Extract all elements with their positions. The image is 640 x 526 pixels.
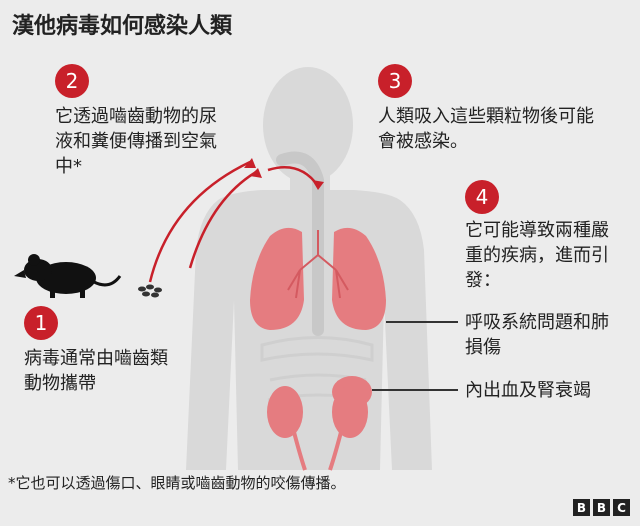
effect-kidney: 內出血及腎衰竭 — [465, 378, 591, 403]
step-4-line-2: 重的疾病，進而引 — [465, 245, 609, 266]
kidneys-icon — [267, 376, 372, 438]
lungs-icon — [250, 227, 386, 330]
logo-letter-1: B — [573, 499, 590, 516]
ureters-icon — [292, 431, 343, 471]
step-2-line-1: 它透過嚙齒動物的尿 — [55, 106, 217, 127]
step-1-line-2: 動物攜帶 — [24, 373, 96, 394]
step-2-badge: 2 — [55, 64, 89, 98]
bronchi-icon — [287, 230, 349, 299]
step-4-text: 它可能導致兩種嚴 重的疾病，進而引 發： — [465, 218, 609, 293]
step-1-text: 病毒通常由嚙齒類 動物攜帶 — [24, 346, 168, 396]
step-4-badge: 4 — [465, 180, 499, 214]
step-2-line-2: 液和糞便傳播到空氣 — [55, 131, 217, 152]
step-4-line-1: 它可能導致兩種嚴 — [465, 220, 609, 241]
step-3-text: 人類吸入這些顆粒物後可能 會被感染。 — [378, 104, 594, 154]
droppings-dots-icon — [138, 284, 162, 298]
arrowheads-icon — [244, 158, 324, 190]
logo-letter-2: B — [593, 499, 610, 516]
airway-icon — [276, 151, 324, 336]
rat-silhouette-icon — [14, 254, 122, 298]
bbc-logo: B B C — [573, 499, 630, 516]
page-title: 漢他病毒如何感染人類 — [12, 14, 233, 39]
step-2-text: 它透過嚙齒動物的尿 液和糞便傳播到空氣 中* — [55, 104, 217, 179]
step-3-line-2: 會被感染。 — [378, 131, 468, 152]
effect-respiratory-line-1: 呼吸系統問題和肺 — [465, 312, 609, 333]
step-1-line-1: 病毒通常由嚙齒類 — [24, 348, 168, 369]
step-1-badge: 1 — [24, 306, 58, 340]
footnote: *它也可以透過傷口、眼睛或嚙齒動物的咬傷傳播。 — [8, 474, 346, 492]
step-3-line-1: 人類吸入這些顆粒物後可能 — [378, 106, 594, 127]
step-4-line-3: 發： — [465, 270, 501, 291]
pointer-lines — [372, 321, 458, 391]
step-2-line-3: 中* — [55, 156, 82, 177]
step-3-badge: 3 — [378, 64, 412, 98]
effect-respiratory: 呼吸系統問題和肺 損傷 — [465, 310, 609, 360]
effect-kidney-line-1: 內出血及腎衰竭 — [465, 380, 591, 401]
logo-letter-3: C — [613, 499, 630, 516]
effect-respiratory-line-2: 損傷 — [465, 337, 501, 358]
